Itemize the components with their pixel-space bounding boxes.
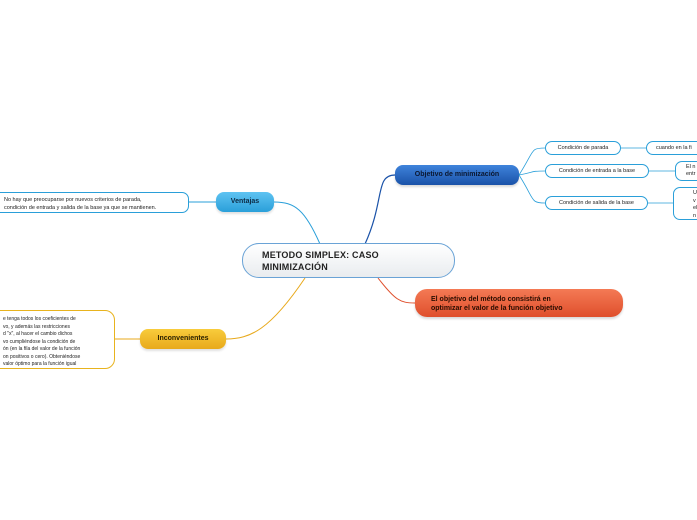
topic-objetivo-metodo[interactable]: El objetivo del método consistirá en opt… <box>415 289 623 317</box>
inconvenientes-description[interactable]: e tenga todos los coeficientes de vo, y … <box>0 310 115 369</box>
detail-condicion-parada[interactable]: cuando en la fi <box>646 141 697 155</box>
subtopic-condicion-salida[interactable]: Condición de salida de la base <box>545 196 648 210</box>
objetivo-metodo-line1: El objetivo del método consistirá en <box>431 296 551 303</box>
topic-inconvenientes[interactable]: Inconvenientes <box>140 329 226 349</box>
subtopic-condicion-parada[interactable]: Condición de parada <box>545 141 621 155</box>
connector-objetivo <box>364 174 396 245</box>
central-topic-line1: METODO SIMPLEX: CASO <box>262 250 379 260</box>
central-topic[interactable]: METODO SIMPLEX: CASO MINIMIZACIÓN <box>242 243 455 278</box>
connector-orange <box>377 277 416 304</box>
connector-ventajas <box>273 201 321 245</box>
subtopic-condicion-entrada[interactable]: Condición de entrada a la base <box>545 164 649 178</box>
ventajas-description[interactable]: No hay que preocuparse por nuevos criter… <box>0 192 189 213</box>
connector-sub1 <box>518 147 546 176</box>
topic-objetivo-minimizacion[interactable]: Objetivo de minimización <box>395 165 519 185</box>
detail-condicion-entrada[interactable]: El n entr <box>675 161 697 181</box>
connector-sub2 <box>518 170 546 176</box>
connector-sub3 <box>518 174 546 204</box>
central-topic-line2: MINIMIZACIÓN <box>262 261 328 272</box>
connector-inconvenientes <box>225 277 306 340</box>
objetivo-metodo-line2: optimizar el valor de la función objetiv… <box>431 305 563 312</box>
topic-ventajas[interactable]: Ventajas <box>216 192 274 212</box>
detail-condicion-salida[interactable]: U v el n <box>673 187 697 220</box>
